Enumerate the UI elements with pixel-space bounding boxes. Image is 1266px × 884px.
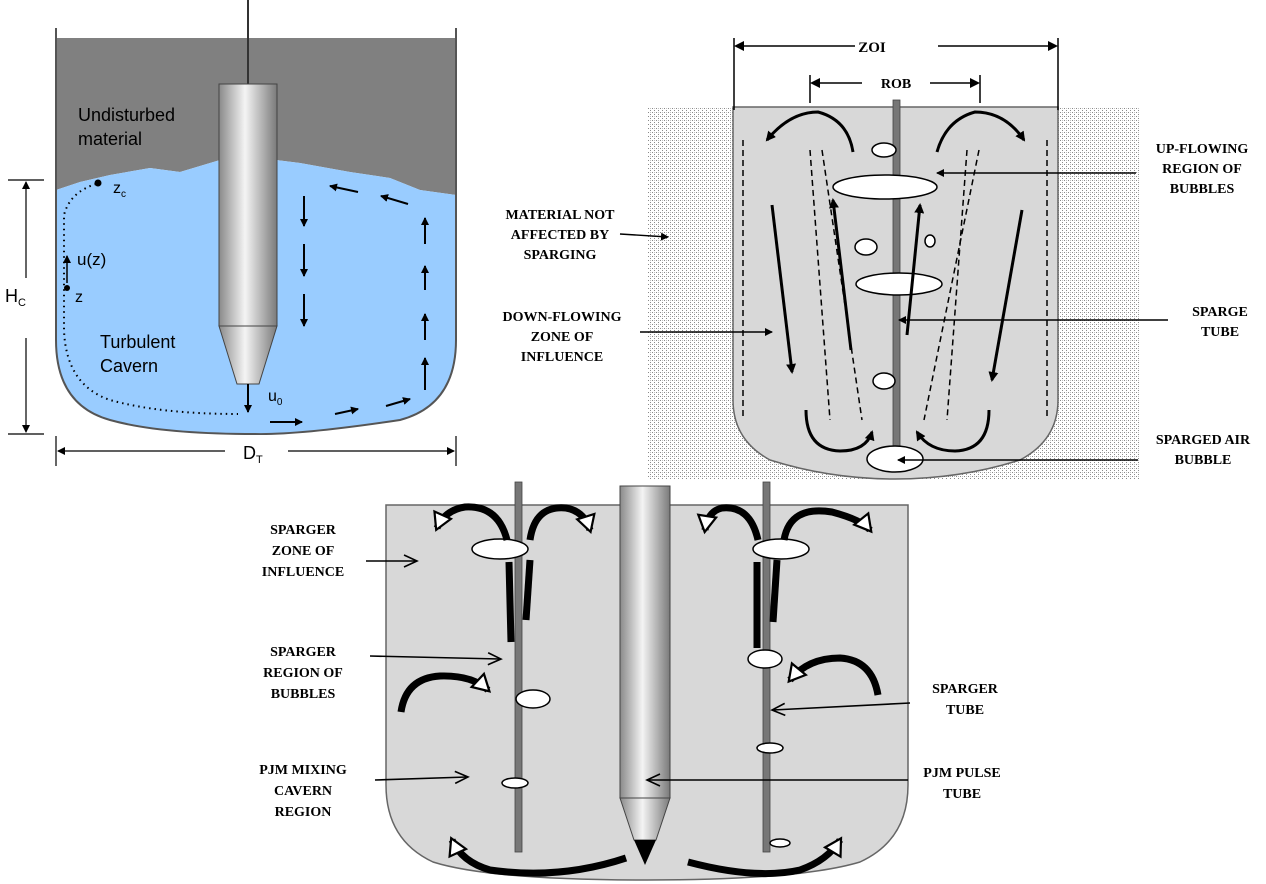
pjm-mixing-3: REGION	[275, 805, 332, 820]
sparger-region-1: SPARGER	[270, 645, 337, 660]
flow-arrows-b	[765, 110, 1026, 453]
pjm-pulse-1: PJM PULSE	[923, 766, 1000, 781]
dt-dimension	[55, 436, 457, 466]
down-flowing-2: ZONE OF	[531, 330, 594, 345]
undisturbed-label-2: material	[78, 129, 142, 149]
circulation-arrows-a	[270, 183, 429, 426]
sparger-region-3: BUBBLES	[271, 687, 336, 702]
down-flowing-1: DOWN-FLOWING	[503, 310, 622, 325]
pjm-tube-a	[218, 83, 278, 327]
sparger-zone-1: SPARGER	[270, 523, 337, 538]
sparger-tube-1: SPARGER	[932, 682, 999, 697]
turbulent-label-1: Turbulent	[100, 332, 175, 352]
sparged-air-1: SPARGED AIR	[1156, 433, 1251, 448]
pjm-mixing-2: CAVERN	[274, 784, 332, 799]
pjm-nozzle-a	[218, 325, 278, 385]
sparger-tube-left	[514, 481, 523, 853]
material-not-affected-3: SPARGING	[524, 248, 597, 263]
sparger-tube-2: TUBE	[946, 703, 984, 718]
streamline-dotted	[63, 183, 239, 415]
panel-a-cavern-diagram: Undisturbed material Turbulent Cavern zc…	[5, 0, 457, 466]
undisturbed-label-1: Undisturbed	[78, 105, 175, 125]
panel-b-sparger-diagram: ZOI ROB MATERIAL NOT AFFECTED BY SPARGIN…	[503, 38, 1251, 480]
u0-label: u0	[268, 388, 283, 408]
panel-c-combined-diagram: SPARGER ZONE OF INFLUENCE SPARGER REGION…	[259, 481, 1001, 881]
tank-wall-a	[55, 28, 457, 436]
pjm-jet-c	[634, 840, 656, 865]
dt-label: DT	[243, 443, 263, 466]
sparge-tube-1: SPARGE	[1192, 305, 1248, 320]
hc-label: HC	[5, 286, 26, 309]
material-not-affected-2: AFFECTED BY	[511, 228, 609, 243]
material-not-affected-1: MATERIAL NOT	[505, 208, 615, 223]
up-flowing-2: REGION OF	[1162, 162, 1242, 177]
sparger-zone-2: ZONE OF	[272, 544, 335, 559]
up-flowing-3: BUBBLES	[1170, 182, 1235, 197]
sparger-zone-3: INFLUENCE	[262, 565, 344, 580]
bubbles-b	[832, 142, 943, 473]
leader-arrows-c	[366, 554, 911, 787]
hc-dimension	[8, 179, 44, 435]
sparger-region-2: REGION OF	[263, 666, 343, 681]
zoi-label: ZOI	[858, 40, 886, 56]
z-point	[64, 285, 70, 291]
rob-label: ROB	[881, 77, 911, 92]
uz-label: u(z)	[77, 250, 106, 269]
pjm-pulse-tube-c	[619, 485, 671, 799]
pjm-mixing-1: PJM MIXING	[259, 763, 347, 778]
turbulent-label-2: Cavern	[100, 356, 158, 376]
rob-dimension	[809, 75, 981, 103]
zc-label: zc	[113, 180, 126, 200]
sparge-tube-2: TUBE	[1201, 325, 1239, 340]
z-label: z	[75, 289, 83, 306]
leader-arrows-b	[619, 169, 1168, 464]
up-flowing-1: UP-FLOWING	[1156, 142, 1249, 157]
zoi-dimension	[733, 38, 1059, 110]
pjm-pulse-2: TUBE	[943, 787, 981, 802]
bubbles-c	[471, 538, 810, 848]
down-flowing-3: INFLUENCE	[521, 350, 603, 365]
sparger-bars	[505, 559, 781, 648]
flow-arrows-c	[397, 503, 882, 878]
zone-dashed-lines	[742, 140, 1048, 421]
zc-point	[94, 179, 102, 187]
sparged-air-2: BUBBLE	[1175, 453, 1232, 468]
